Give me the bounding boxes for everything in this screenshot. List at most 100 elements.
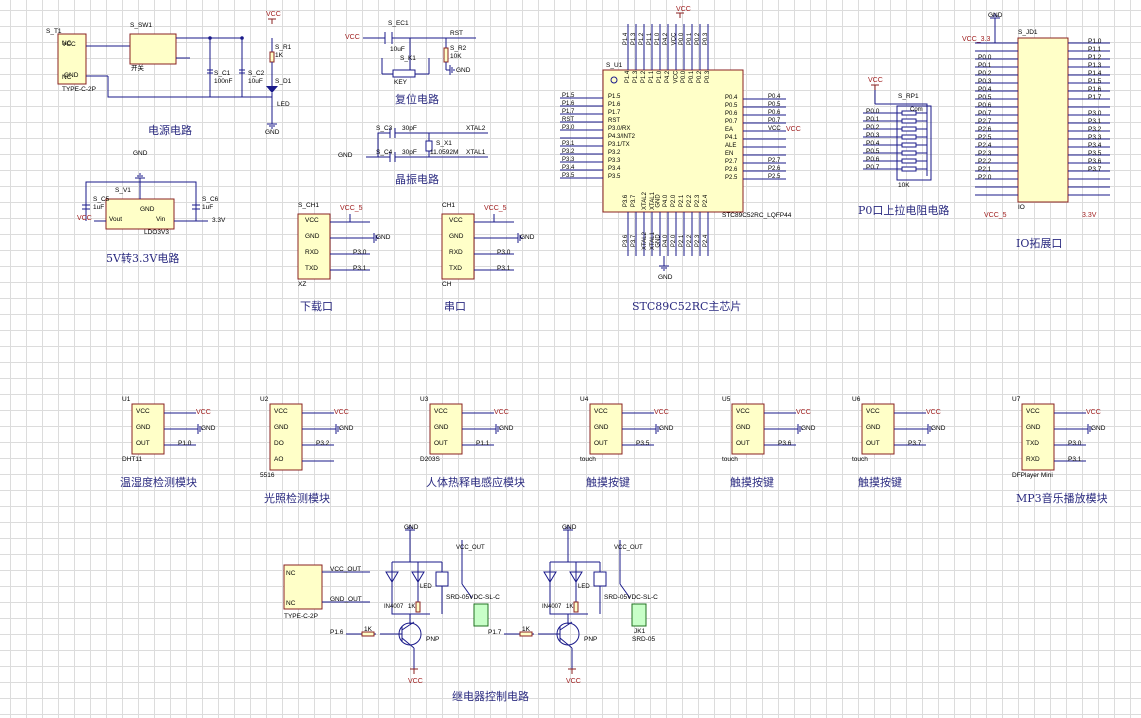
mcu-right-net: P2.6 [768, 166, 781, 172]
mcu-right-pin: EN [725, 151, 734, 157]
module-vcc: VCC [334, 409, 349, 416]
mcu-left-pin: P1.6 [608, 102, 621, 108]
base-k: 1K [522, 626, 530, 633]
mcu-bottom-inner: P2.4 [703, 194, 710, 208]
wire [85, 181, 197, 199]
title-download: 下载口 [300, 300, 333, 313]
module-pin: OUT [594, 440, 608, 447]
pullup-net: P0.4 [866, 140, 880, 147]
rst-net: RST [450, 30, 463, 37]
title-io: IO拓展口 [1016, 237, 1063, 250]
c6-val: 1uF [202, 204, 214, 211]
ref-t1: S_T1 [46, 28, 62, 35]
mcu-bottom-pin: XTAL2 [641, 232, 648, 250]
mcu-bottom-inner: P4.0 [663, 194, 670, 208]
module-pin: GND [736, 424, 751, 431]
mcu-right-pin: P4.1 [725, 135, 738, 141]
module-pin: AO [274, 456, 284, 463]
mcu-left-pin: P3.3 [608, 158, 621, 164]
mcu-top-pin: P4.2 [663, 32, 670, 46]
mcu-bottom-pin: P2.0 [671, 234, 678, 248]
reset-vcc: VCC [345, 34, 360, 41]
ref-download: S_CH1 [298, 202, 319, 209]
pin-vcc: VCC [62, 41, 76, 48]
mcu-bottom-inner: P2.3 [695, 194, 702, 208]
io-right-net: P1.5 [1088, 78, 1102, 85]
io-ref: S_JD1 [1018, 29, 1038, 36]
rp-resistor [901, 126, 917, 132]
diode [543, 571, 557, 583]
io-name: IO [1018, 204, 1025, 211]
wire [875, 103, 928, 176]
srd: SRD-05 [632, 636, 656, 643]
module-name: DFPlayer Mini [1012, 472, 1053, 479]
io-right-net: P3.5 [1088, 150, 1102, 157]
led-label: LED [277, 101, 290, 108]
mcu-bottom-inner: P3.6 [623, 194, 630, 208]
module-net: P3.5 [636, 440, 650, 447]
mcu-left-net: P1.6 [562, 101, 575, 107]
title-pullup: P0口上拉电阻电路 [858, 204, 950, 217]
c3: S_C3 [376, 125, 393, 132]
module-name: DHT11 [122, 456, 143, 463]
c2-ref: S_C2 [248, 70, 265, 77]
c6: S_C6 [202, 196, 219, 203]
mcu-vcc: VCC [676, 6, 691, 13]
mcu-right-net: P0.6 [768, 110, 781, 116]
switch-body [129, 33, 177, 65]
module-gnd: GND [1091, 425, 1106, 432]
rp-val: 10K [898, 182, 910, 189]
module-vcc: VCC [796, 409, 811, 416]
vout-pin: Vout [109, 216, 123, 223]
r2 [443, 47, 449, 63]
relay-name: SRD-05VDC-SL-C [446, 594, 500, 601]
io-right-net: P3.4 [1088, 142, 1102, 149]
relay-typec-label: TYPE-C-2P [284, 613, 318, 620]
mcu-bottom-inner: P2.0 [671, 194, 678, 208]
mcu-left-pin: P1.7 [608, 110, 621, 116]
io-right-net: P1.4 [1088, 70, 1102, 77]
pullup-vcc: VCC [868, 77, 883, 84]
mcu-top-pin: P1.1 [647, 32, 654, 46]
relay-typec [283, 564, 323, 610]
io-left-net: P0.1 [978, 62, 992, 69]
base-resistor [519, 631, 533, 637]
module-pin: VCC [274, 408, 288, 415]
rp-resistor [901, 166, 917, 172]
ldo-33: 3.3V [212, 217, 226, 224]
mcu-right-pin: P2.7 [725, 159, 738, 165]
diode [385, 571, 399, 583]
vcc-label: VCC [266, 11, 281, 18]
module-vcc: VCC [654, 409, 669, 416]
name-download: XZ [298, 281, 307, 288]
mcu-top-inner: P1.3 [633, 70, 640, 84]
reset-gnd: GND [456, 67, 471, 74]
module-ref: U1 [122, 396, 131, 403]
mcu-right-pin: P0.5 [725, 103, 738, 109]
r1k: 1K [566, 604, 574, 610]
mcu-left-net: P3.5 [562, 173, 575, 179]
module-ref: U4 [580, 396, 589, 403]
module-pin: VCC [434, 408, 448, 415]
mcu-bottom-inner: P3.7 [631, 194, 638, 208]
module-pin: GND [434, 424, 449, 431]
module-pin: VCC [594, 408, 608, 415]
mcu-right-pin: P2.5 [725, 175, 738, 181]
io-left-net: P2.3 [978, 150, 992, 157]
mcu-bottom-pin: P4.0 [663, 234, 670, 248]
crystal-gnd: GND [338, 152, 353, 159]
x1-val: 11.0592M [430, 149, 459, 156]
mcu-top-pin: P1.4 [623, 32, 630, 46]
io-left-net: P2.7 [978, 118, 992, 125]
relay-vcc: VCC [408, 678, 423, 685]
relay-gnd: GND [562, 524, 577, 531]
pin-serial-1: GND [449, 233, 464, 240]
module-pin: GND [1026, 424, 1041, 431]
mcu-right-pin: P2.6 [725, 167, 738, 173]
io-right-net: P3.6 [1088, 158, 1102, 165]
typec-type: TYPE-C-2P [62, 86, 96, 93]
module-pin: GND [594, 424, 609, 431]
ref-sw: S_SW1 [130, 22, 153, 29]
mcu-right-net: VCC [768, 126, 781, 132]
